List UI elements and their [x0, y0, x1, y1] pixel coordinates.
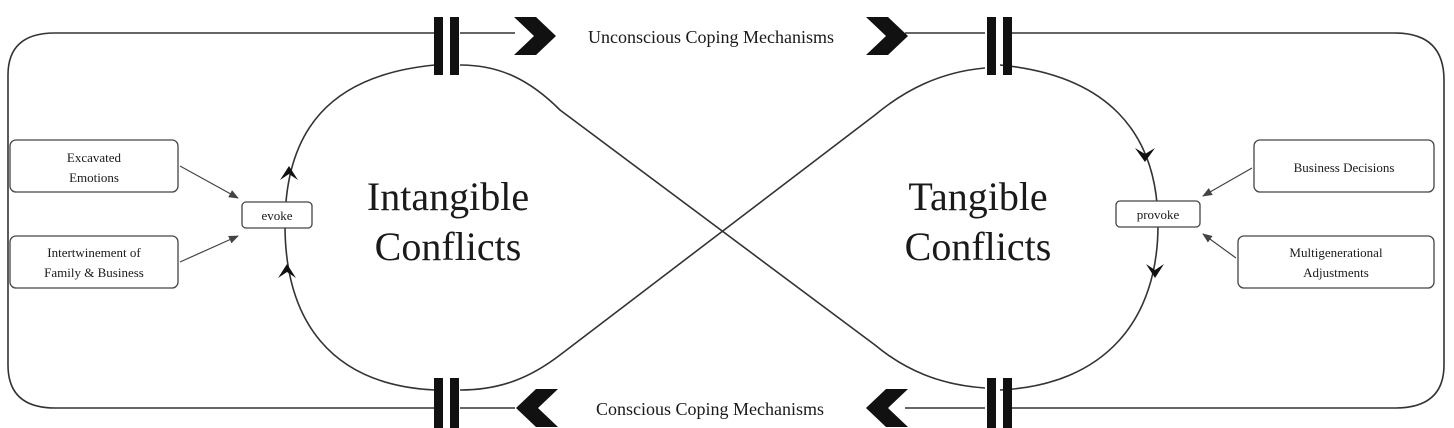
outer-frame-right: [1010, 32, 1445, 409]
chevron-up-icon: [280, 166, 298, 180]
svg-text:Multigenerational: Multigenerational: [1289, 245, 1383, 260]
input-box-multigenerational: Multigenerational Adjustments: [1237, 235, 1435, 289]
gate-top-left: [434, 17, 459, 75]
input-box-intertwinement: Intertwinement of Family & Business: [9, 235, 179, 289]
outer-frame: [7, 32, 435, 409]
chevron-right-icon: [514, 17, 556, 55]
evoke-connector: evoke: [241, 201, 313, 229]
intangible-conflicts-title-line1: Intangible: [367, 174, 529, 219]
gate-bottom-right: [987, 378, 1012, 428]
arrow-business-to-provoke: [1202, 167, 1253, 197]
chevron-right-icon: [866, 17, 908, 55]
infinity-cross-descending: [459, 64, 986, 389]
chevron-left-icon: [866, 389, 908, 427]
intangible-conflicts-title-line2: Conflicts: [375, 224, 522, 269]
provoke-connector: provoke: [1115, 200, 1201, 228]
input-box-excavated-emotions: Excavated Emotions: [9, 139, 179, 193]
arrow-excavated-to-evoke: [179, 165, 239, 199]
infinity-cross-ascending: [459, 67, 986, 391]
top-band-label: Unconscious Coping Mechanisms: [588, 27, 834, 47]
chevron-up-icon: [278, 264, 296, 278]
gate-bottom-left: [434, 378, 459, 428]
chevron-down-icon: [1135, 148, 1155, 162]
svg-text:provoke: provoke: [1137, 207, 1180, 222]
svg-text:Emotions: Emotions: [69, 170, 119, 185]
input-box-business-decisions: Business Decisions: [1253, 139, 1435, 193]
gate-top-right: [987, 17, 1012, 75]
chevron-down-icon: [1146, 264, 1164, 278]
svg-text:Intertwinement of: Intertwinement of: [47, 245, 141, 260]
svg-text:evoke: evoke: [261, 208, 292, 223]
arrow-intertwinement-to-evoke: [179, 235, 239, 263]
arrow-multigenerational-to-provoke: [1202, 233, 1237, 259]
bottom-band-label: Conscious Coping Mechanisms: [596, 399, 824, 419]
tangible-conflicts-title-line2: Conflicts: [905, 224, 1052, 269]
svg-text:Adjustments: Adjustments: [1303, 265, 1369, 280]
svg-text:Family & Business: Family & Business: [44, 265, 144, 280]
chevron-left-icon: [516, 389, 558, 427]
tangible-conflicts-title-line1: Tangible: [908, 174, 1047, 219]
svg-text:Excavated: Excavated: [67, 150, 122, 165]
svg-text:Business Decisions: Business Decisions: [1294, 160, 1395, 175]
